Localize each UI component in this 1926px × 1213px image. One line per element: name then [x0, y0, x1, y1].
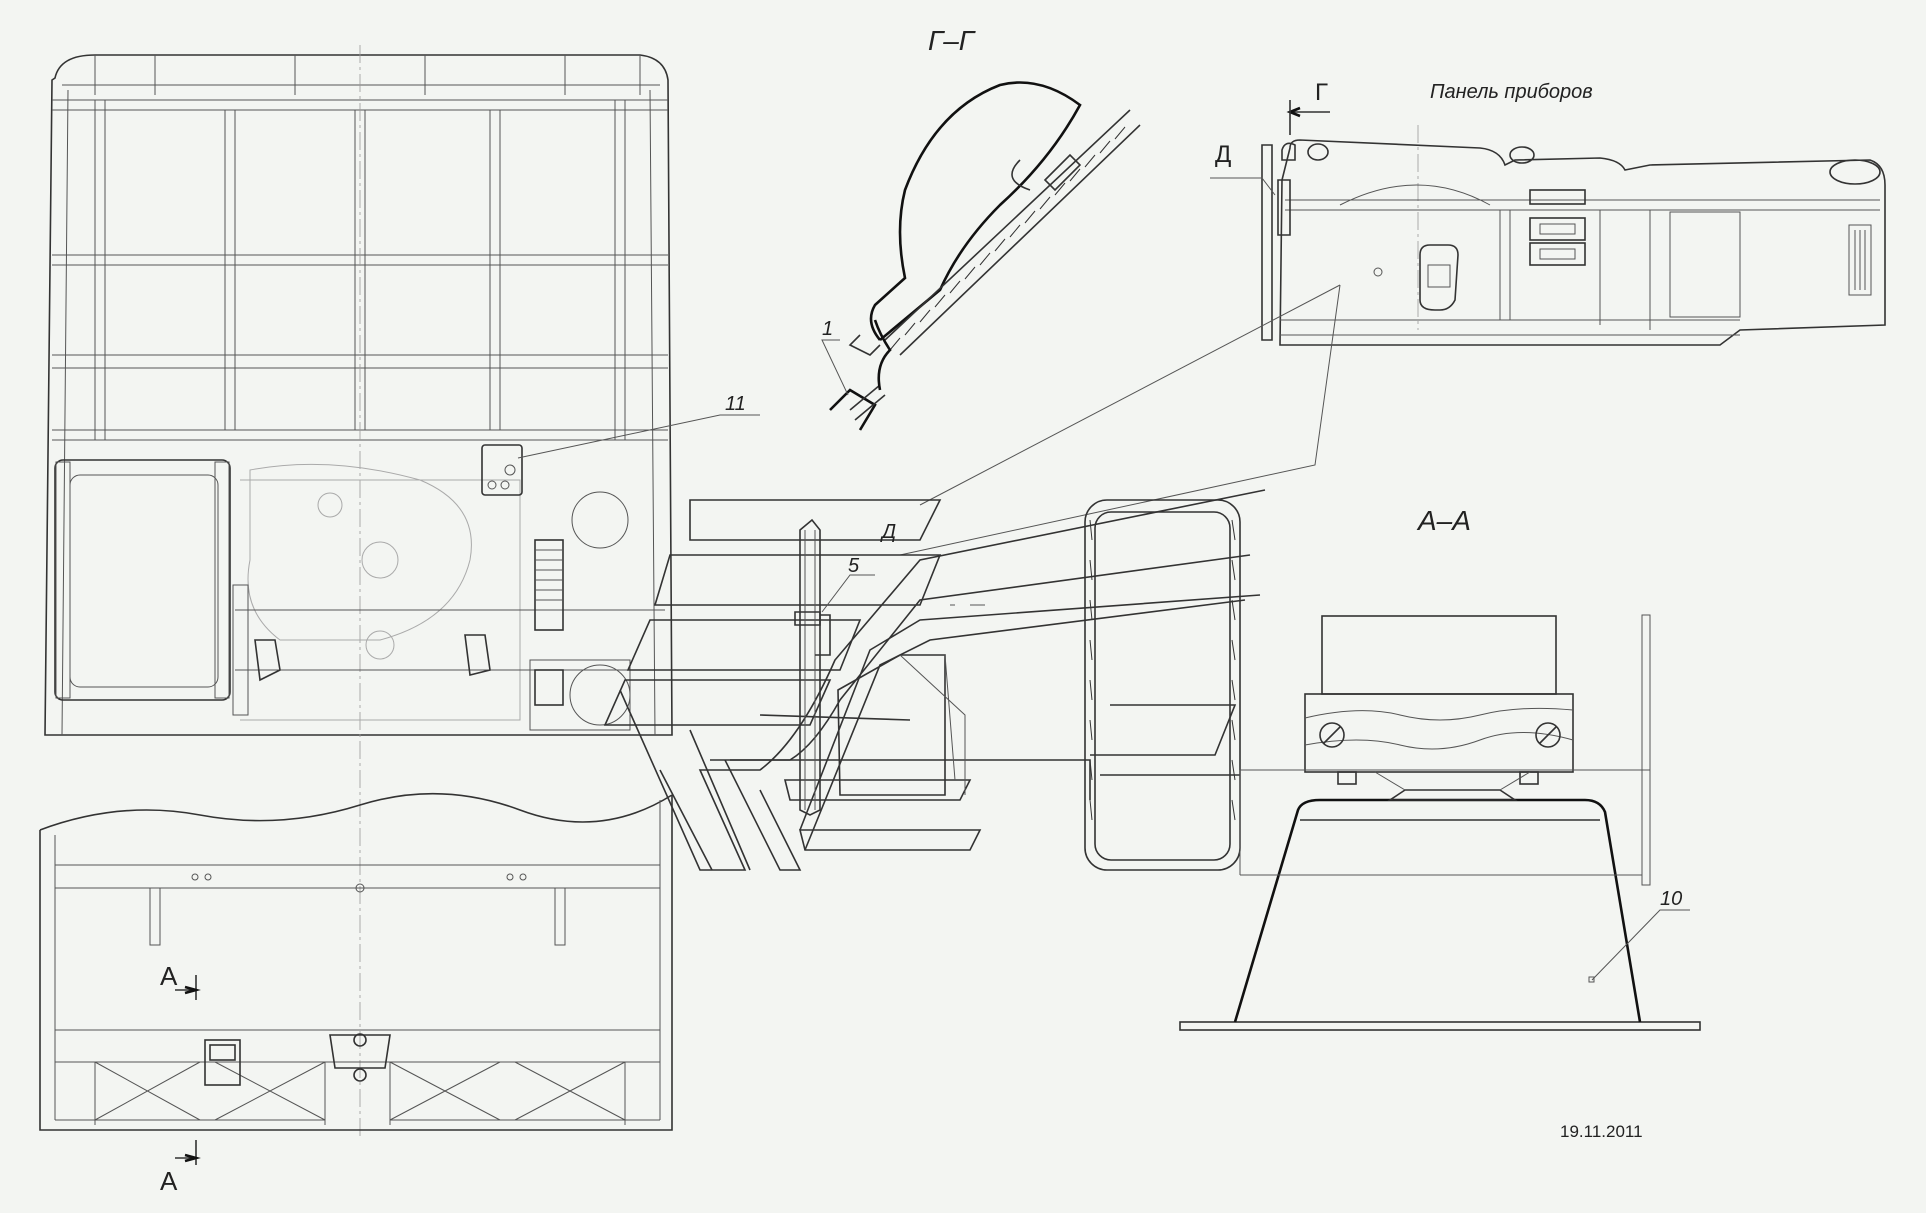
- callout-5[interactable]: 5: [848, 555, 860, 577]
- section-gg-title: Г–Г: [928, 25, 976, 56]
- vehicle-plan-view: А А 11: [39, 45, 760, 1196]
- date-stamp: 19.11.2011: [1560, 1122, 1643, 1141]
- view-d-mid-label: Д: [880, 521, 896, 543]
- section-a-top-label: А: [160, 961, 178, 991]
- panel-title: Панель приборов: [1430, 81, 1593, 103]
- arrow-g-label: Г: [1315, 79, 1328, 106]
- view-d-top-label: Д: [1215, 141, 1231, 168]
- instrument-panel-view: Панель приборов Г Д: [1210, 79, 1886, 346]
- section-aa-detail: А–А 10: [1179, 505, 1701, 1031]
- section-gg-detail: Г–Г 1: [821, 25, 1141, 431]
- callout-11[interactable]: 11: [725, 393, 746, 415]
- callout-1[interactable]: 1: [822, 318, 833, 340]
- section-a-bottom-label: А: [160, 1166, 178, 1196]
- section-aa-title: А–А: [1416, 505, 1471, 536]
- exploded-bracket-detail: 5 Д: [603, 284, 1341, 871]
- callout-10[interactable]: 10: [1660, 888, 1682, 910]
